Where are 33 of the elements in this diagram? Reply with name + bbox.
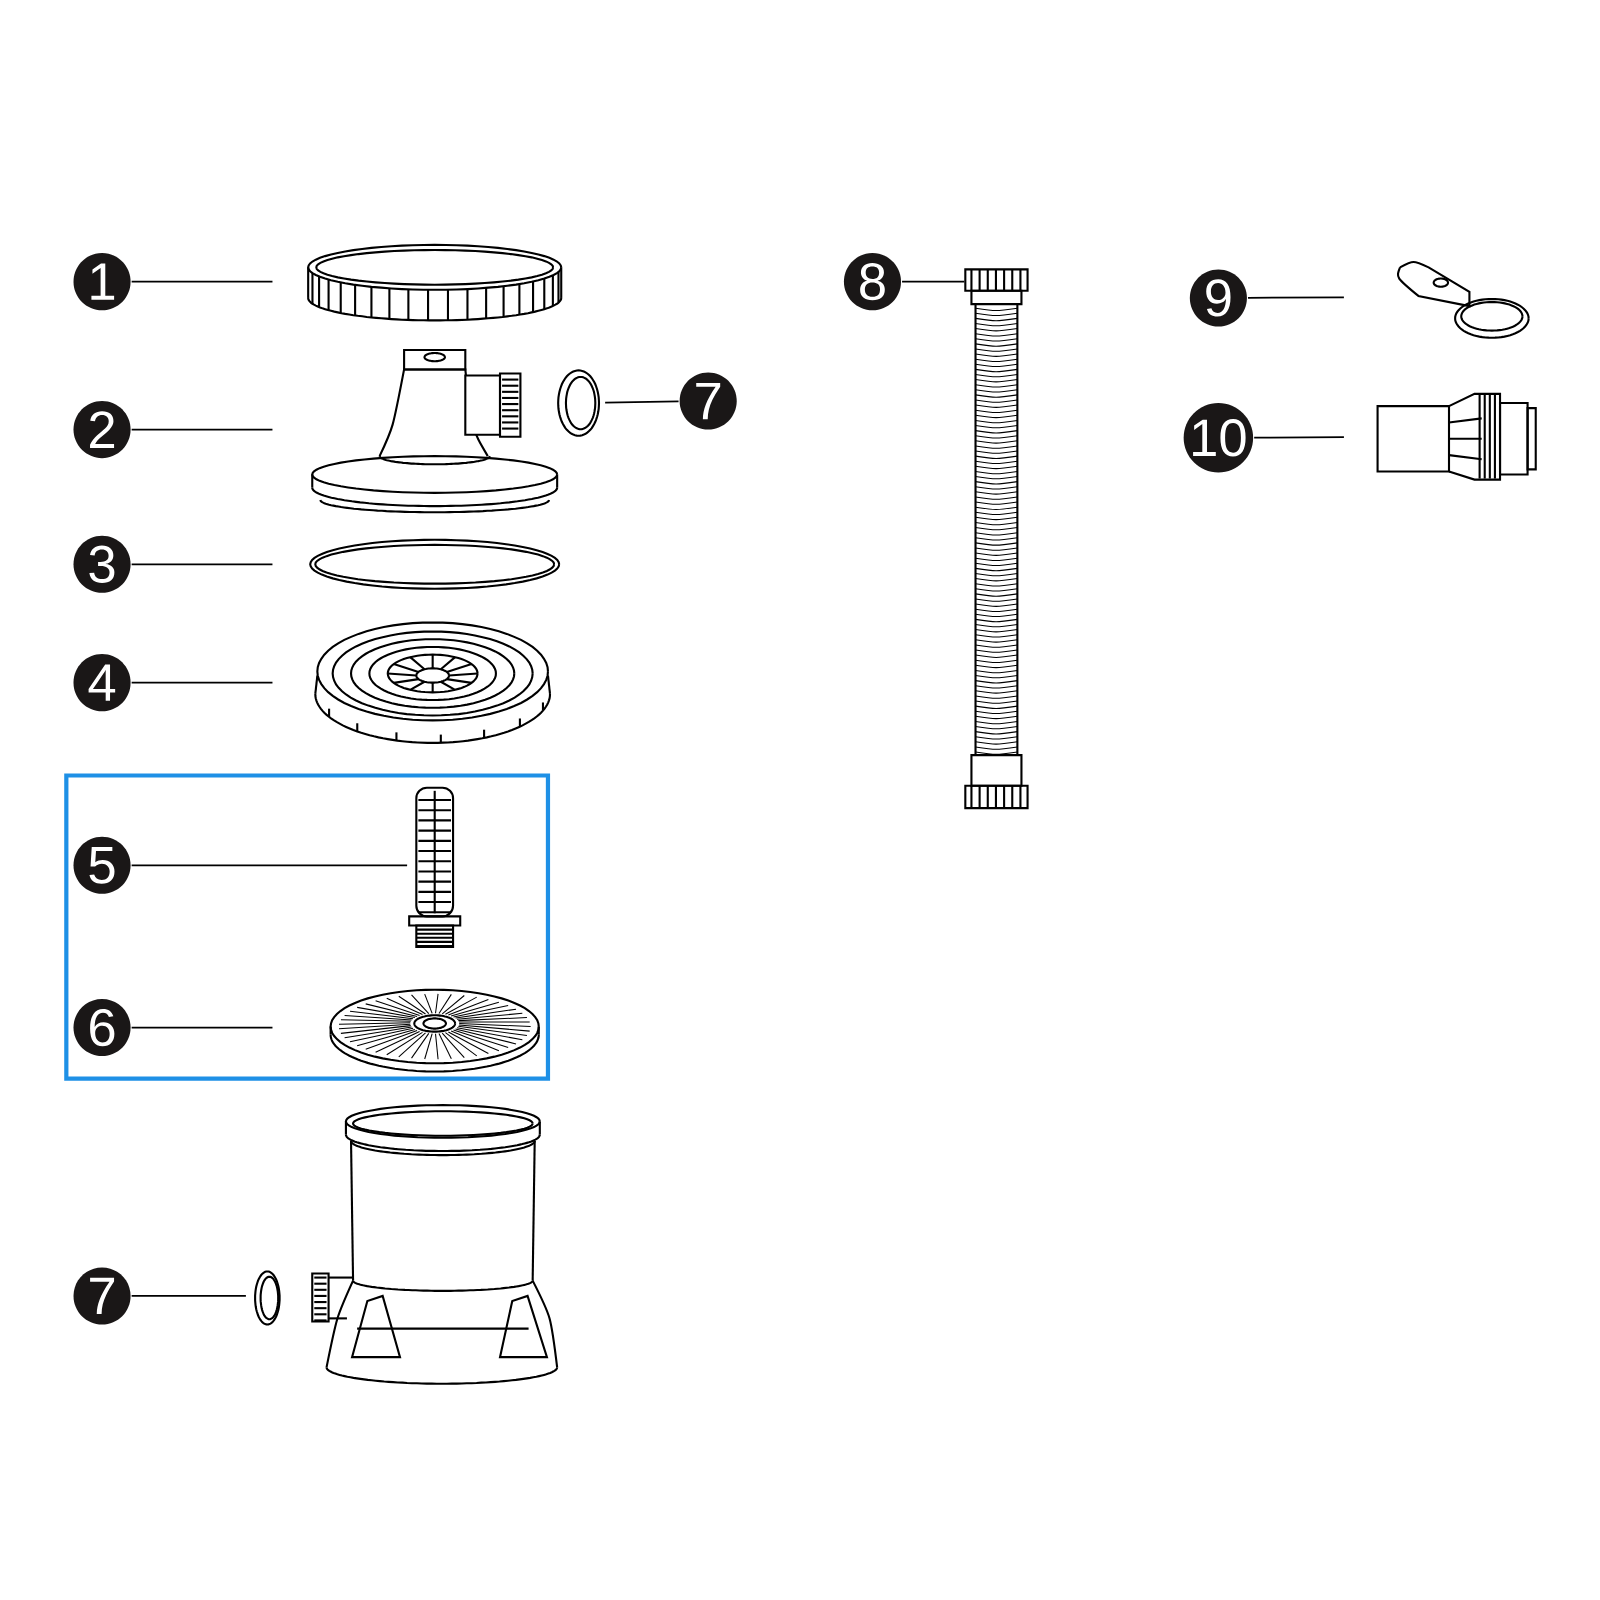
leader-line: [130, 1295, 247, 1297]
leader-line: [130, 280, 274, 283]
leader-line: [1253, 436, 1345, 439]
leader-line: [901, 280, 966, 283]
callout-number: 4: [73, 654, 131, 712]
hose-clamp-drawing: [1396, 260, 1530, 339]
callout-number: 3: [73, 535, 131, 593]
callout-number: 10: [1183, 403, 1254, 473]
leader-line: [1247, 296, 1345, 299]
hose-drawing: [964, 268, 1029, 810]
callout-number: 9: [1189, 269, 1247, 327]
ring-cap-drawing: [307, 243, 563, 322]
leader-line: [130, 563, 274, 566]
adapter-drawing: [1376, 392, 1537, 481]
callout-number: 8: [843, 253, 901, 311]
callout-number: 5: [73, 836, 131, 894]
grid-plate-drawing: [329, 988, 540, 1073]
callout-number: 6: [73, 999, 131, 1057]
callout-number: 7: [73, 1267, 131, 1325]
callout-number: 1: [73, 253, 131, 311]
lid-drawing: [311, 348, 559, 514]
callout-number: 7: [679, 372, 737, 430]
seal-ring-drawing: [557, 369, 601, 437]
leader-line: [130, 681, 274, 684]
gasket-drawing: [309, 538, 561, 590]
leader-line: [130, 428, 274, 431]
leader-line: [130, 864, 408, 867]
seal-ring-drawing: [254, 1270, 281, 1326]
callout-number: 2: [73, 401, 131, 459]
leader-line: [130, 1026, 274, 1029]
filter-cover-drawing: [314, 621, 552, 744]
leader-line: [604, 400, 680, 404]
strainer-drawing: [408, 786, 462, 948]
